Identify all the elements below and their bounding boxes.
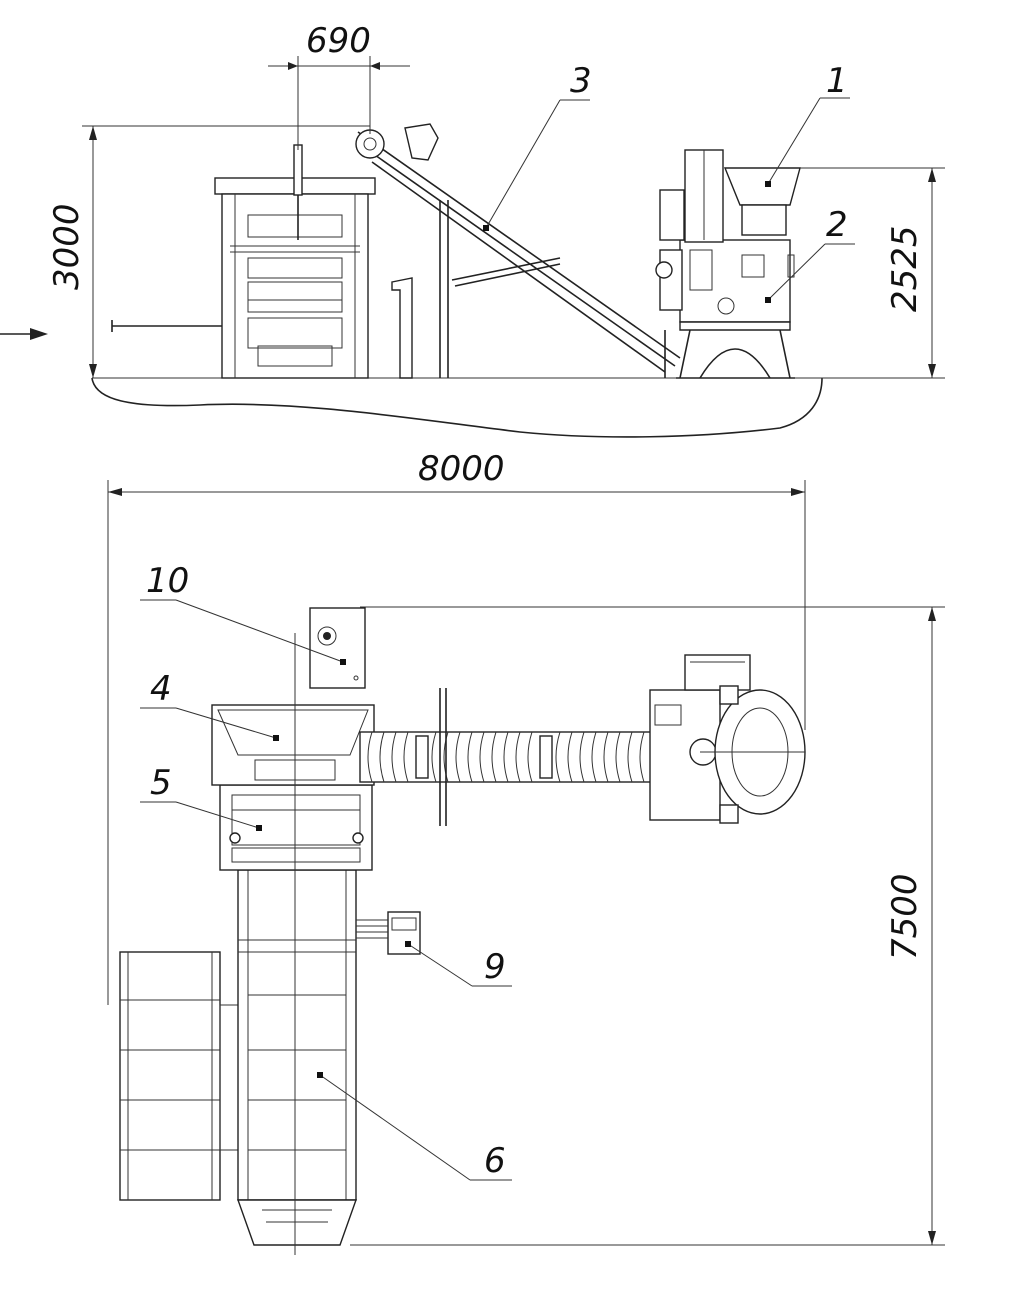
view-arrow bbox=[0, 328, 48, 340]
callout-2-text: 2 bbox=[826, 205, 848, 245]
dim-3000-text: 3000 bbox=[47, 203, 87, 290]
hopper-plan bbox=[211, 704, 375, 786]
callout-6: 6 bbox=[317, 1072, 512, 1181]
callout-5-text: 5 bbox=[150, 763, 172, 803]
callout-9: 9 bbox=[405, 941, 512, 987]
mixer-plan bbox=[649, 654, 806, 824]
callout-1: 1 bbox=[765, 61, 850, 187]
dim-2525-text: 2525 bbox=[885, 225, 925, 312]
callout-10: 10 bbox=[140, 561, 346, 665]
dim-3000: 3000 bbox=[47, 125, 370, 378]
block-press-side bbox=[214, 144, 376, 379]
pallet-stacker bbox=[119, 951, 241, 1201]
dim-690-text: 690 bbox=[306, 21, 371, 61]
press-plan bbox=[219, 784, 373, 871]
callout-4-text: 4 bbox=[150, 669, 172, 709]
callout-9-text: 9 bbox=[484, 947, 506, 987]
callout-4: 4 bbox=[140, 669, 279, 741]
callout-5: 5 bbox=[140, 763, 262, 831]
callout-3-text: 3 bbox=[570, 61, 592, 101]
dim-8000-text: 8000 bbox=[418, 449, 505, 489]
callout-6-text: 6 bbox=[484, 1141, 506, 1181]
callout-3: 3 bbox=[483, 61, 592, 231]
control-cabinet bbox=[309, 607, 366, 689]
dim-8000: 8000 bbox=[107, 449, 806, 1005]
mixer-side bbox=[655, 149, 801, 379]
outfeed-conveyor bbox=[237, 869, 357, 1246]
remote-panel bbox=[356, 911, 421, 955]
plan-view: 8000 7500 bbox=[107, 449, 945, 1255]
control-post bbox=[391, 277, 413, 379]
dim-2525: 2525 bbox=[800, 167, 945, 378]
inclined-conveyor bbox=[355, 123, 681, 378]
callout-2: 2 bbox=[765, 205, 855, 303]
callout-10-text: 10 bbox=[146, 561, 189, 601]
dim-7500: 7500 bbox=[350, 606, 945, 1246]
screw-conveyor bbox=[359, 688, 661, 826]
side-elevation-view: 690 3000 2525 1 2 bbox=[0, 21, 945, 438]
dim-690: 690 bbox=[268, 21, 410, 150]
callout-1-text: 1 bbox=[826, 61, 848, 101]
ground-outline bbox=[91, 377, 823, 438]
dim-7500-text: 7500 bbox=[885, 873, 925, 960]
